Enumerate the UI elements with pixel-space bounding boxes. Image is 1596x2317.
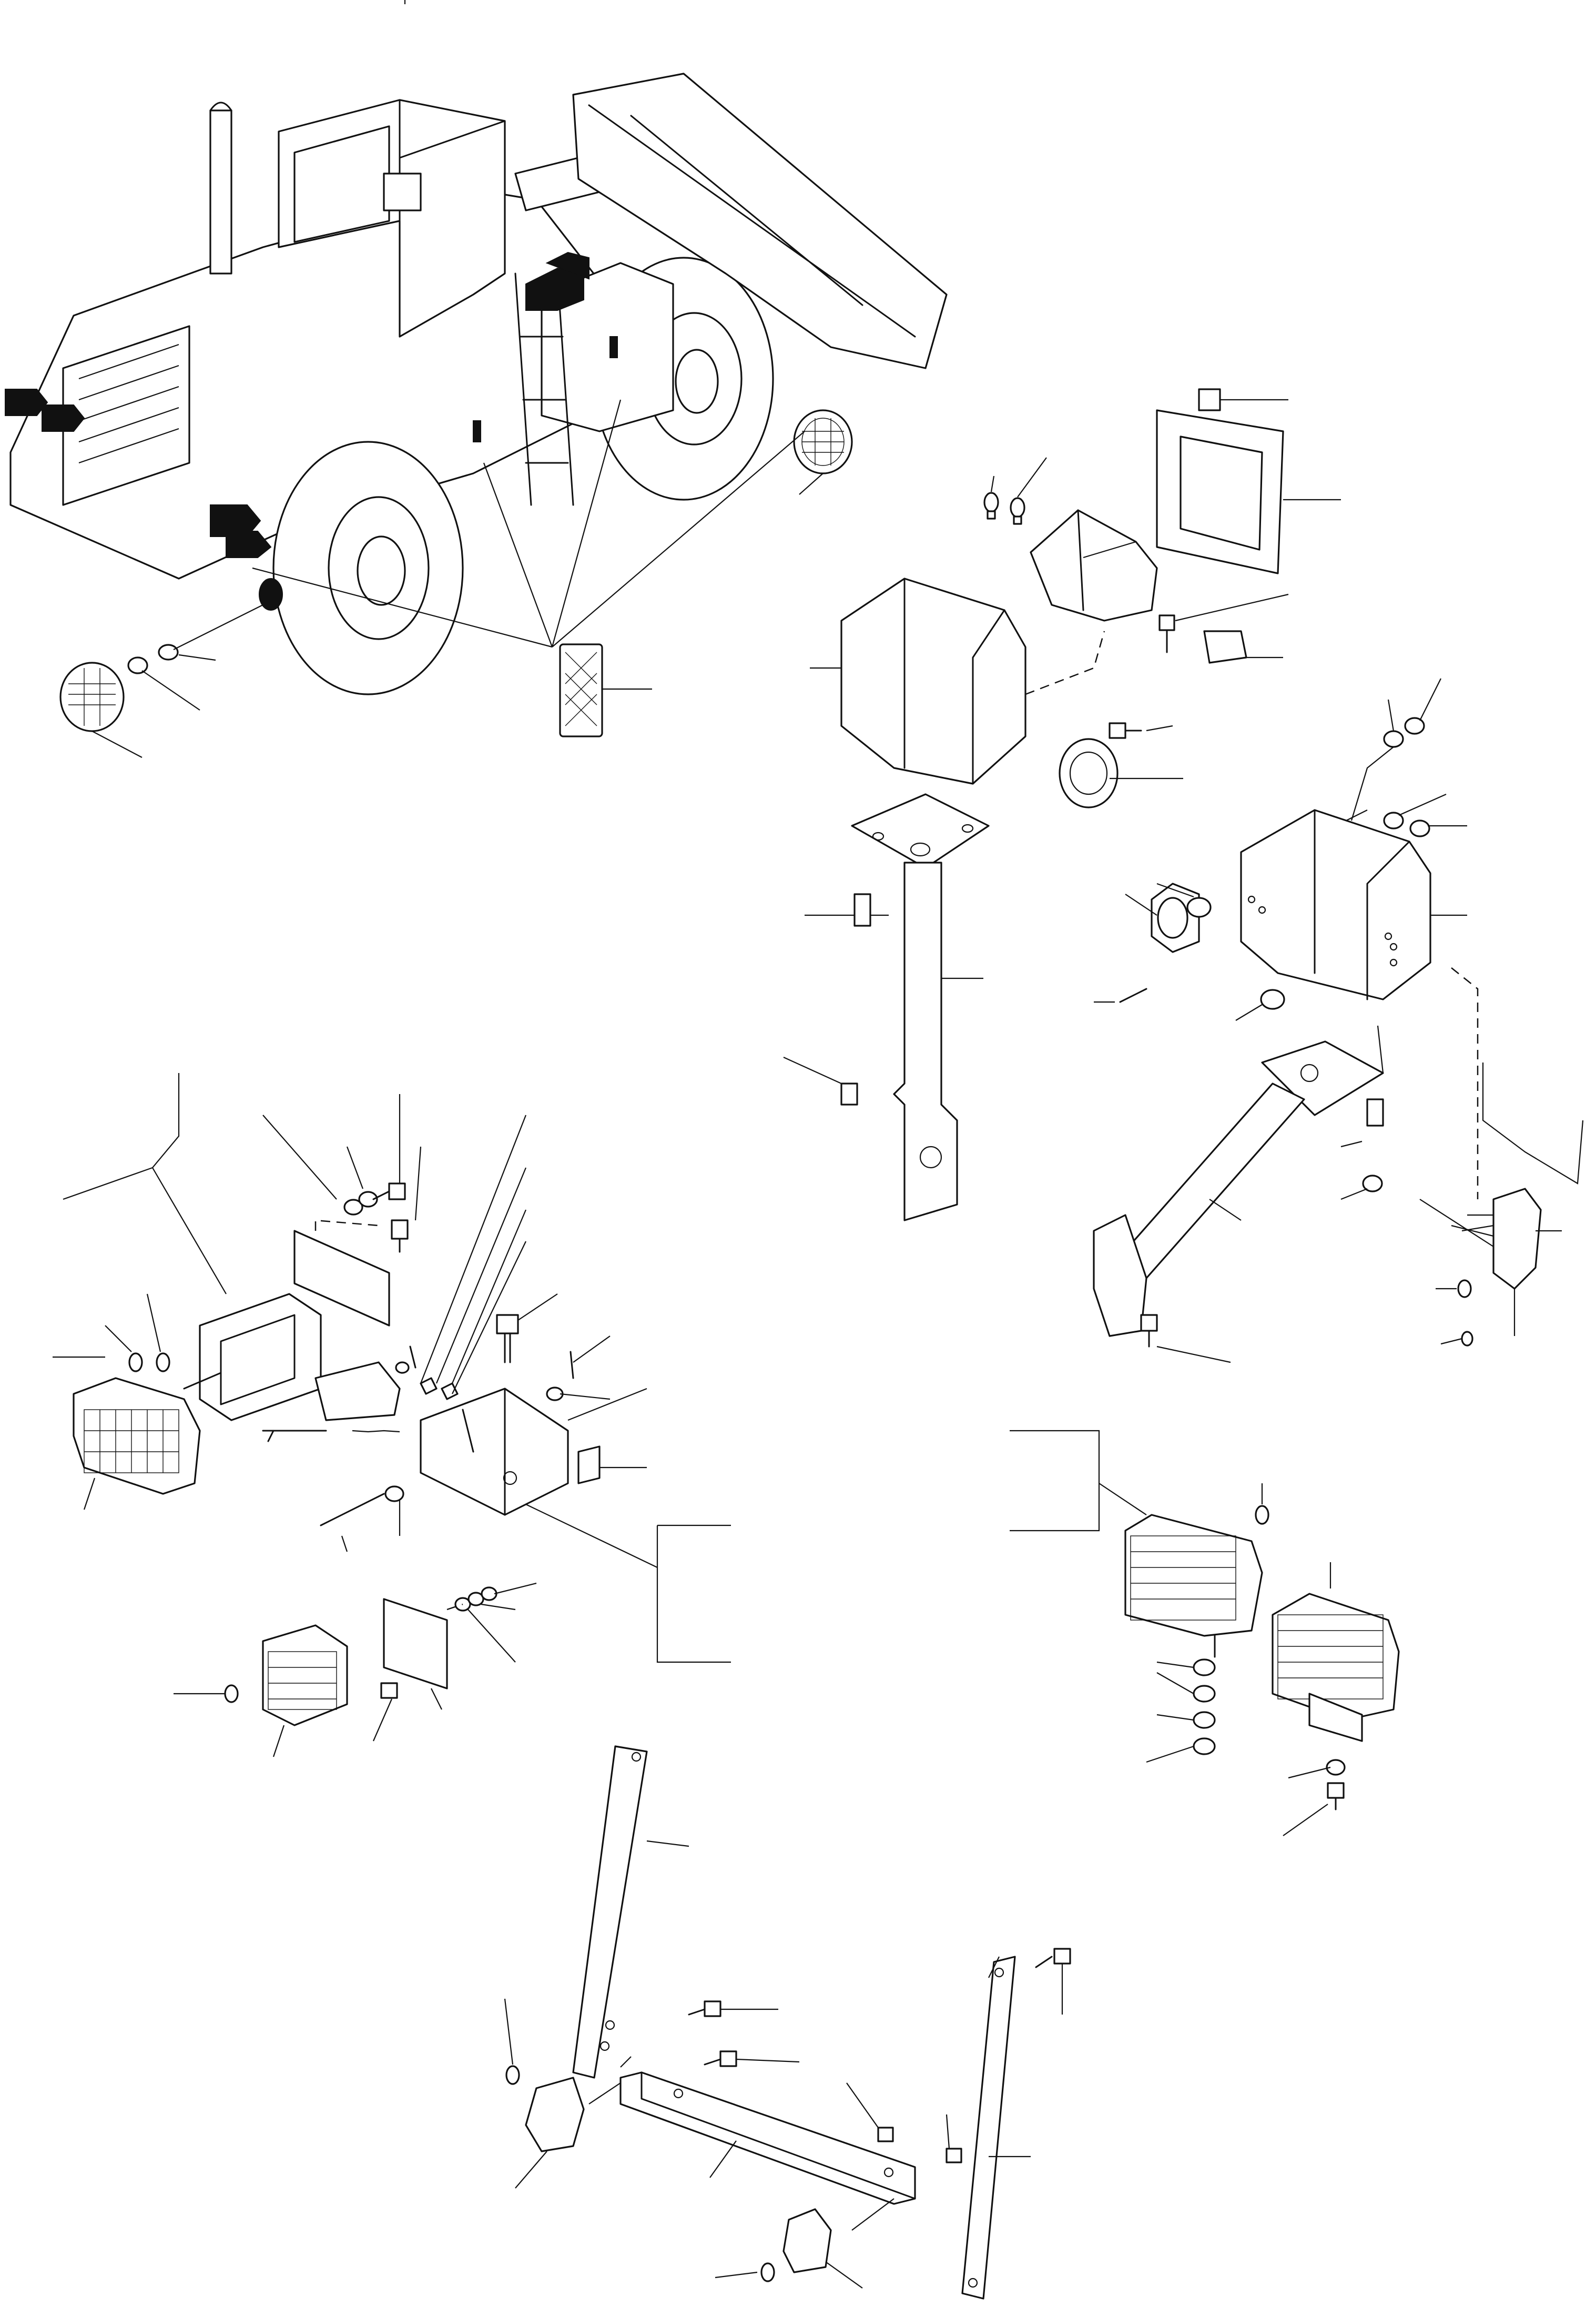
bulb-icon [983,492,1025,525]
side-work-lamp-assembly [1010,1430,1400,1836]
license-plate-lamp-bar-assembly [504,1745,1071,2300]
tail-lamp-bracket-assembly [53,1073,731,1757]
beacon-lamp-assembly [1093,678,1584,1363]
rear-work-lamp-assembly [783,388,1341,1221]
wheel-loader-illustration [5,73,948,758]
